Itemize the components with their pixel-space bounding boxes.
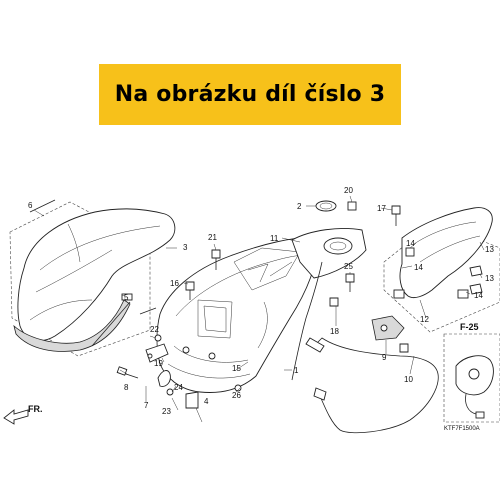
callout-24: 24 bbox=[174, 383, 183, 392]
callout-14-top: 14 bbox=[406, 239, 415, 248]
direction-label: FR. bbox=[28, 404, 43, 414]
callout-2: 2 bbox=[297, 202, 302, 211]
callout-11: 11 bbox=[270, 234, 279, 243]
callout-23: 23 bbox=[162, 407, 171, 416]
callout-4: 4 bbox=[204, 397, 209, 406]
callout-7: 7 bbox=[144, 401, 149, 410]
callout-9: 9 bbox=[382, 353, 387, 362]
banner-text: Na obrázku díl číslo 3 bbox=[114, 82, 386, 107]
luggage-box bbox=[139, 237, 317, 393]
callout-20: 20 bbox=[344, 186, 353, 195]
diagram-code: KTF7F1500A bbox=[444, 426, 480, 432]
callout-18: 18 bbox=[330, 327, 339, 336]
leader-lines bbox=[33, 195, 485, 423]
fuel-lid bbox=[291, 200, 367, 279]
callout-numbers: 6 5 3 21 16 22 19 8 7 24 23 4 26 15 1 2 … bbox=[28, 186, 494, 416]
callout-1: 1 bbox=[294, 366, 299, 375]
inset-f25 bbox=[443, 333, 500, 423]
callout-6: 6 bbox=[28, 201, 33, 210]
callout-15: 15 bbox=[232, 364, 241, 373]
seat bbox=[17, 208, 176, 341]
callout-13-top: 13 bbox=[485, 245, 494, 254]
reference-f25: F-25 bbox=[460, 322, 479, 332]
callout-19: 19 bbox=[154, 359, 163, 368]
callout-17: 17 bbox=[377, 204, 386, 213]
callout-16: 16 bbox=[170, 279, 179, 288]
callout-5: 5 bbox=[124, 293, 129, 302]
callout-8: 8 bbox=[124, 383, 129, 392]
callout-10: 10 bbox=[404, 375, 413, 384]
front-direction-arrow: FR. bbox=[3, 404, 43, 425]
callout-3: 3 bbox=[183, 243, 188, 252]
rear-carrier bbox=[383, 207, 500, 333]
callout-22: 22 bbox=[150, 325, 159, 334]
callout-14-bottom: 14 bbox=[474, 291, 483, 300]
part-number-banner: Na obrázku díl číslo 3 bbox=[99, 64, 401, 125]
opener-cable bbox=[291, 261, 439, 434]
callout-21: 21 bbox=[208, 233, 217, 242]
callout-12: 12 bbox=[420, 315, 429, 324]
callout-13-bottom: 13 bbox=[485, 274, 494, 283]
callout-26: 26 bbox=[232, 391, 241, 400]
seat-group bbox=[9, 199, 176, 357]
seat-lock bbox=[371, 315, 409, 353]
callout-25: 25 bbox=[344, 262, 353, 271]
callout-14-mid: 14 bbox=[414, 263, 423, 272]
